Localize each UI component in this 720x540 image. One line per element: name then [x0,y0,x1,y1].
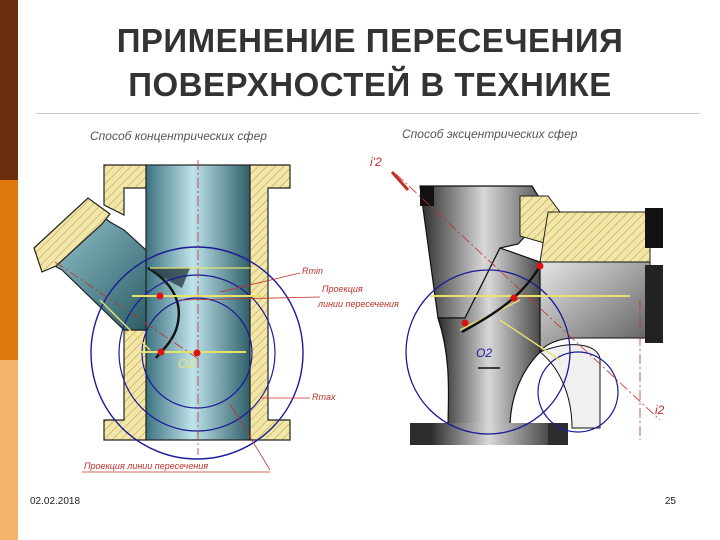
sidebar-block-dark [0,0,18,180]
label-i2-right: i2 [655,403,665,417]
label-o2-right: O2 [476,346,492,360]
center-o2 [193,349,201,357]
curve-shadow [146,268,190,288]
left-flange-top [103,164,147,216]
branch-axis [54,261,201,361]
right-branch-wall [539,211,651,271]
r-point-3 [461,319,469,327]
eccentric-sphere-2 [537,351,619,433]
elbow-inner [539,344,601,429]
r-point-2 [510,294,518,302]
axis-i2-marker [390,171,410,191]
right-top-flange [645,208,663,248]
point-2 [157,348,165,356]
left-wall-lower [103,329,147,441]
label-o2-left: O2 [178,356,196,371]
branch-flange [33,197,111,273]
label-rmin: Rmin [302,266,323,276]
top-flange-left [420,186,434,206]
eccentric-sphere-1 [405,269,571,435]
label-proj-2: линии пересечения [317,299,399,309]
sphere-rmax [90,246,304,460]
point-1 [156,292,164,300]
leader-rmin [219,272,301,293]
sidebar-block-light [0,360,18,540]
slide-title-line1: ПРИМЕНЕНИЕ ПЕРЕСЕЧЕНИЯ [116,22,624,59]
footer-page-number: 25 [664,496,676,507]
title-divider [36,113,700,114]
right-wall [249,164,291,441]
label-rmax: Rmax [312,392,336,402]
branch-chord [99,299,151,351]
r-chord-diag-2 [499,319,561,361]
r-intersection-curve [461,265,542,334]
right-side-flange [645,265,663,343]
label-bottom: Проекция линии пересечения [84,461,208,471]
leader-proj [179,296,321,301]
sphere-mid [118,274,276,432]
left-figure: Способ концентрических сфер O2 [33,129,399,473]
r-point-1 [536,262,544,270]
leader-bottom [229,403,271,471]
footer-date: 02.02.2018 [30,496,81,507]
label-proj-1: Проекция [322,284,363,294]
label-i2-top: i'2 [370,155,382,169]
left-caption: Способ концентрических сфер [90,129,267,143]
right-caption: Способ эксцентрических сфер [402,127,578,141]
right-figure: Способ эксцентрических сфер [370,127,665,445]
sidebar-block-mid [0,180,18,360]
decorative-sidebar [0,0,18,540]
slide-title-line2: ПОВЕРХНОСТЕЙ В ТЕХНИКЕ [128,66,612,103]
